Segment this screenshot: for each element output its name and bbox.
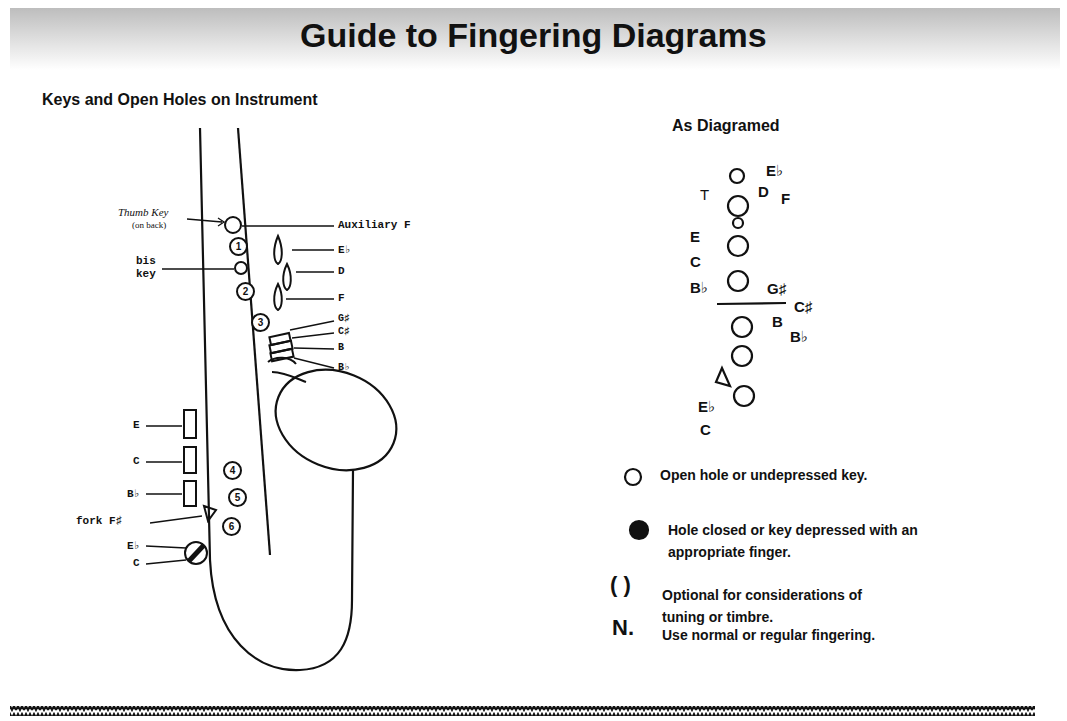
key-label: B♭ xyxy=(127,487,140,500)
key-label: C xyxy=(133,557,140,569)
callout-number: 2 xyxy=(243,286,249,297)
key-label: E xyxy=(133,419,140,431)
key-label: bis xyxy=(136,255,156,267)
tone-hole: 4 xyxy=(223,461,242,480)
key-label: C♯ xyxy=(338,326,350,337)
key-label: C xyxy=(133,455,140,467)
key-label: C xyxy=(690,253,701,270)
callout-number: 5 xyxy=(235,492,241,503)
key-label: G♯ xyxy=(338,313,350,324)
key-label: fork F♯ xyxy=(76,515,122,527)
section-heading: As Diagramed xyxy=(672,117,780,135)
key-label: T xyxy=(700,186,709,203)
section-heading: Keys and Open Holes on Instrument xyxy=(42,91,318,109)
leader-lines xyxy=(146,218,334,564)
callout-number: 3 xyxy=(258,317,264,328)
key-label: E♭ xyxy=(698,398,715,416)
legend-text: Optional for considerations of tuning or… xyxy=(662,585,892,628)
key-label: E♭ xyxy=(338,243,351,256)
key-label: D xyxy=(758,183,769,200)
legend-text: Open hole or undepressed key. xyxy=(660,467,867,483)
tone-hole: 2 xyxy=(236,282,255,301)
title: Guide to Fingering Diagrams xyxy=(300,16,767,55)
key-label: E xyxy=(690,228,700,245)
key-label: Thumb Key xyxy=(118,206,168,218)
wavy-border xyxy=(10,706,1035,716)
tone-hole: 6 xyxy=(222,517,241,536)
tone-hole: 5 xyxy=(228,488,247,507)
tone-hole: 1 xyxy=(229,237,248,256)
key-label: key xyxy=(136,268,156,280)
legend-symbol: ( ) xyxy=(610,572,631,598)
key-label: Auxiliary F xyxy=(338,219,411,231)
key-label: B♭ xyxy=(338,361,350,373)
legend-text: Use normal or regular fingering. xyxy=(662,627,875,643)
key-label: E♭ xyxy=(127,539,140,552)
fingering-chart xyxy=(625,169,786,539)
legend-symbol: N. xyxy=(612,615,634,641)
callout-number: 6 xyxy=(229,521,235,532)
callout-number: 1 xyxy=(236,241,242,252)
key-label: D xyxy=(338,265,345,277)
key-label: B♭ xyxy=(690,279,708,297)
key-label: (on back) xyxy=(132,220,166,230)
key-label: B xyxy=(772,313,783,330)
tone-hole: 3 xyxy=(251,313,270,332)
legend-text: Hole closed or key depressed with an app… xyxy=(668,520,918,563)
callout-number: 4 xyxy=(230,465,236,476)
key-label: B xyxy=(338,342,344,353)
key-label: F xyxy=(338,292,345,304)
key-label: C♯ xyxy=(794,298,812,315)
title-bar xyxy=(10,8,1060,70)
key-label: G♯ xyxy=(767,280,786,297)
sax-body xyxy=(200,128,411,670)
key-label: B♭ xyxy=(790,328,808,346)
key-label: F xyxy=(781,190,790,207)
key-label: E♭ xyxy=(766,162,783,180)
key-label: C xyxy=(700,421,711,438)
